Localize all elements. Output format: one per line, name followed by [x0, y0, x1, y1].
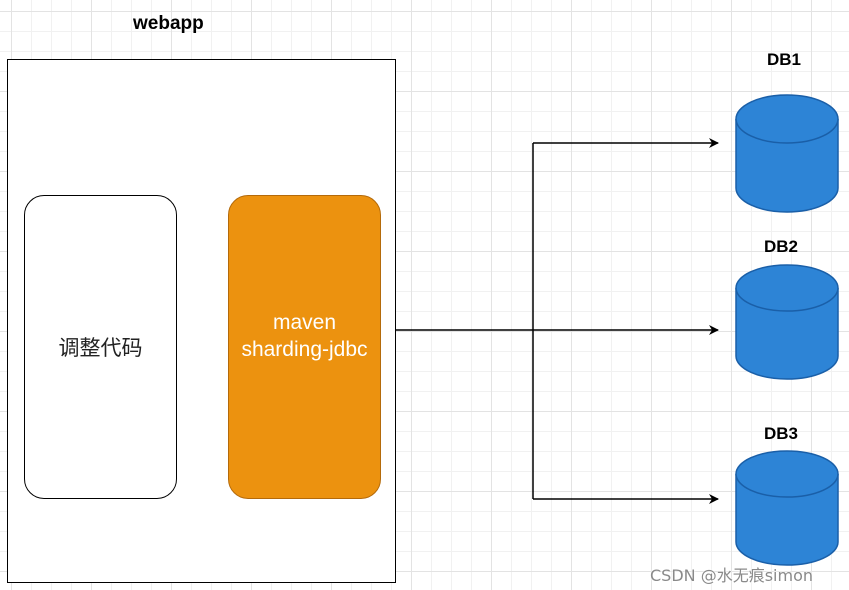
db1-cylinder-icon	[735, 94, 839, 213]
db3-label: DB3	[764, 424, 799, 443]
db1-label: DB1	[767, 50, 802, 69]
jdbc-label-line-1: maven	[272, 311, 337, 334]
db2-label: DB2	[764, 237, 799, 256]
adjust-code-block: 调整代码	[24, 195, 177, 499]
db2-cylinder-icon	[735, 264, 839, 380]
webapp-title: webapp	[133, 13, 204, 34]
db3-cylinder-icon	[735, 450, 839, 566]
csdn-watermark: CSDN @水无痕simon	[650, 566, 814, 585]
jdbc-label-line-2: sharding-jdbc	[241, 338, 368, 361]
adjust-code-label: 调整代码	[58, 336, 143, 360]
sharding-jdbc-block: maven sharding-jdbc	[228, 195, 381, 499]
